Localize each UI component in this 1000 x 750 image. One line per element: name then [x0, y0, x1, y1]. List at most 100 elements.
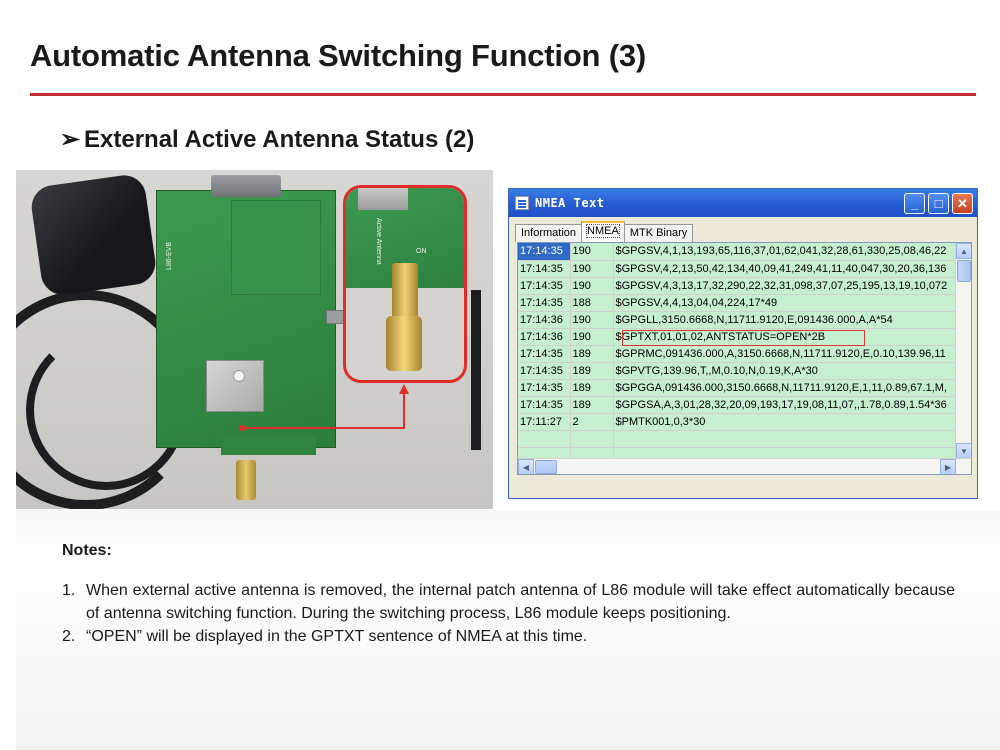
tab-mtk-binary[interactable]: MTK Binary [623, 224, 694, 242]
module-marker [233, 370, 245, 382]
window-title: NMEA Text [535, 196, 605, 210]
length-cell: 2 [570, 413, 614, 431]
time-cell: 17:14:35 [518, 260, 571, 278]
tab-nmea[interactable]: NMEA [581, 221, 625, 242]
note-item: 2. “OPEN” will be displayed in the GPTXT… [62, 625, 955, 648]
notes-panel [16, 510, 1000, 750]
time-cell: 17:11:27 [518, 413, 571, 431]
board-tab [221, 435, 316, 455]
time-cell: 17:14:35 [518, 362, 571, 380]
empty-cell [613, 430, 956, 448]
horizontal-scrollbar[interactable]: ◀ ▶ [518, 458, 971, 474]
length-cell: 190 [570, 277, 614, 295]
subtitle-text: External Active Antenna Status (2) [84, 126, 475, 153]
tab-strip: Information NMEA MTK Binary [515, 221, 694, 242]
sentence-cell: $GPVTG,139.96,T,,M,0.10,N,0.19,K,A*30 [613, 362, 956, 380]
time-cell: 17:14:35 [518, 294, 571, 312]
vertical-scroll-thumb[interactable] [957, 260, 971, 282]
inset-sma-plug [386, 316, 422, 371]
sentence-cell: $GPGGA,091436.000,3150.6668,N,11711.9120… [613, 379, 956, 397]
usb-cable [471, 290, 481, 450]
empty-cell [518, 430, 571, 448]
vertical-scrollbar[interactable]: ▲ ▼ [955, 243, 971, 459]
inset-on-label: ON [416, 248, 427, 255]
maximize-button[interactable]: □ [928, 192, 949, 214]
subtitle: ➢External Active Antenna Status (2) [60, 125, 474, 154]
length-cell: 189 [570, 396, 614, 414]
tab-label: MTK Binary [629, 227, 688, 239]
window-titlebar[interactable]: NMEA Text _ □ ✕ [509, 189, 977, 217]
inset-shield [358, 188, 408, 210]
sentence-cell: $GPGSV,4,1,13,193,65,116,37,01,62,041,32… [613, 243, 956, 261]
note-item: 1. When external active antenna is remov… [62, 579, 955, 625]
l86-module [206, 360, 264, 412]
scroll-down-button[interactable]: ▼ [956, 443, 971, 459]
length-cell: 190 [570, 328, 614, 346]
time-cell: 17:14:35 [518, 243, 571, 261]
close-button[interactable]: ✕ [952, 192, 973, 214]
scroll-right-button[interactable]: ▶ [940, 459, 956, 474]
sentence-cell: $GPGSV,4,2,13,50,42,134,40,09,41,249,41,… [613, 260, 956, 278]
length-cell: 189 [570, 345, 614, 363]
sentence-cell: $GPGSV,4,4,13,04,04,224,17*49 [613, 294, 956, 312]
empty-cell [570, 430, 614, 448]
note-text: “OPEN” will be displayed in the GPTXT se… [86, 628, 588, 645]
sma-connector [236, 460, 256, 500]
antstatus-highlight [622, 330, 865, 346]
tab-label: Information [521, 227, 577, 239]
minimize-button[interactable]: _ [904, 192, 925, 214]
window-app-icon [515, 196, 529, 210]
sentence-cell: $PMTK001,0,3*30 [613, 413, 956, 431]
inset-sma-connector [392, 263, 418, 318]
slide-title: Automatic Antenna Switching Function (3) [30, 38, 646, 73]
time-cell: 17:14:35 [518, 277, 571, 295]
notes-list: 1. When external active antenna is remov… [62, 579, 955, 648]
time-cell: 17:14:36 [518, 311, 571, 329]
time-cell: 17:14:35 [518, 379, 571, 397]
sentence-cell: $GPTXT,01,01,02,ANTSTATUS=OPEN*2B [613, 328, 956, 346]
horizontal-scroll-thumb[interactable] [535, 460, 557, 474]
notes-title: Notes: [62, 542, 112, 559]
callout-arrow [239, 384, 409, 431]
time-cell: 17:14:36 [518, 328, 571, 346]
time-cell: 17:14:35 [518, 345, 571, 363]
tab-label: NMEA [586, 224, 620, 238]
board-section [231, 200, 321, 295]
board-photo: L86-EVB Active Antenna ON [16, 170, 493, 509]
length-cell: 190 [570, 311, 614, 329]
note-text: When external active antenna is removed,… [86, 582, 955, 622]
tab-information[interactable]: Information [515, 224, 583, 242]
length-cell: 190 [570, 260, 614, 278]
length-cell: 189 [570, 379, 614, 397]
antenna-cable [16, 290, 196, 509]
zoom-inset: Active Antenna ON [343, 185, 467, 383]
sentence-cell: $GPRMC,091436.000,A,3150.6668,N,11711.91… [613, 345, 956, 363]
sentence-cell: $GPGLL,3150.6668,N,11711.9120,E,091436.0… [613, 311, 956, 329]
bullet-arrow-icon: ➢ [60, 126, 81, 153]
length-cell: 190 [570, 243, 614, 261]
note-number: 2. [62, 628, 76, 645]
sentence-cell: $GPGSA,A,3,01,28,32,20,09,193,17,19,08,1… [613, 396, 956, 414]
sentence-cell: $GPGSV,4,3,13,17,32,290,22,32,31,098,37,… [613, 277, 956, 295]
length-cell: 188 [570, 294, 614, 312]
scroll-left-button[interactable]: ◀ [518, 459, 534, 474]
nmea-text-window: NMEA Text _ □ ✕ Information NMEA MTK Bin… [508, 188, 978, 499]
scroll-up-button[interactable]: ▲ [956, 243, 971, 259]
note-number: 1. [62, 582, 76, 599]
empty-row [518, 430, 956, 448]
title-rule [30, 93, 976, 96]
db9-connector [211, 175, 281, 197]
